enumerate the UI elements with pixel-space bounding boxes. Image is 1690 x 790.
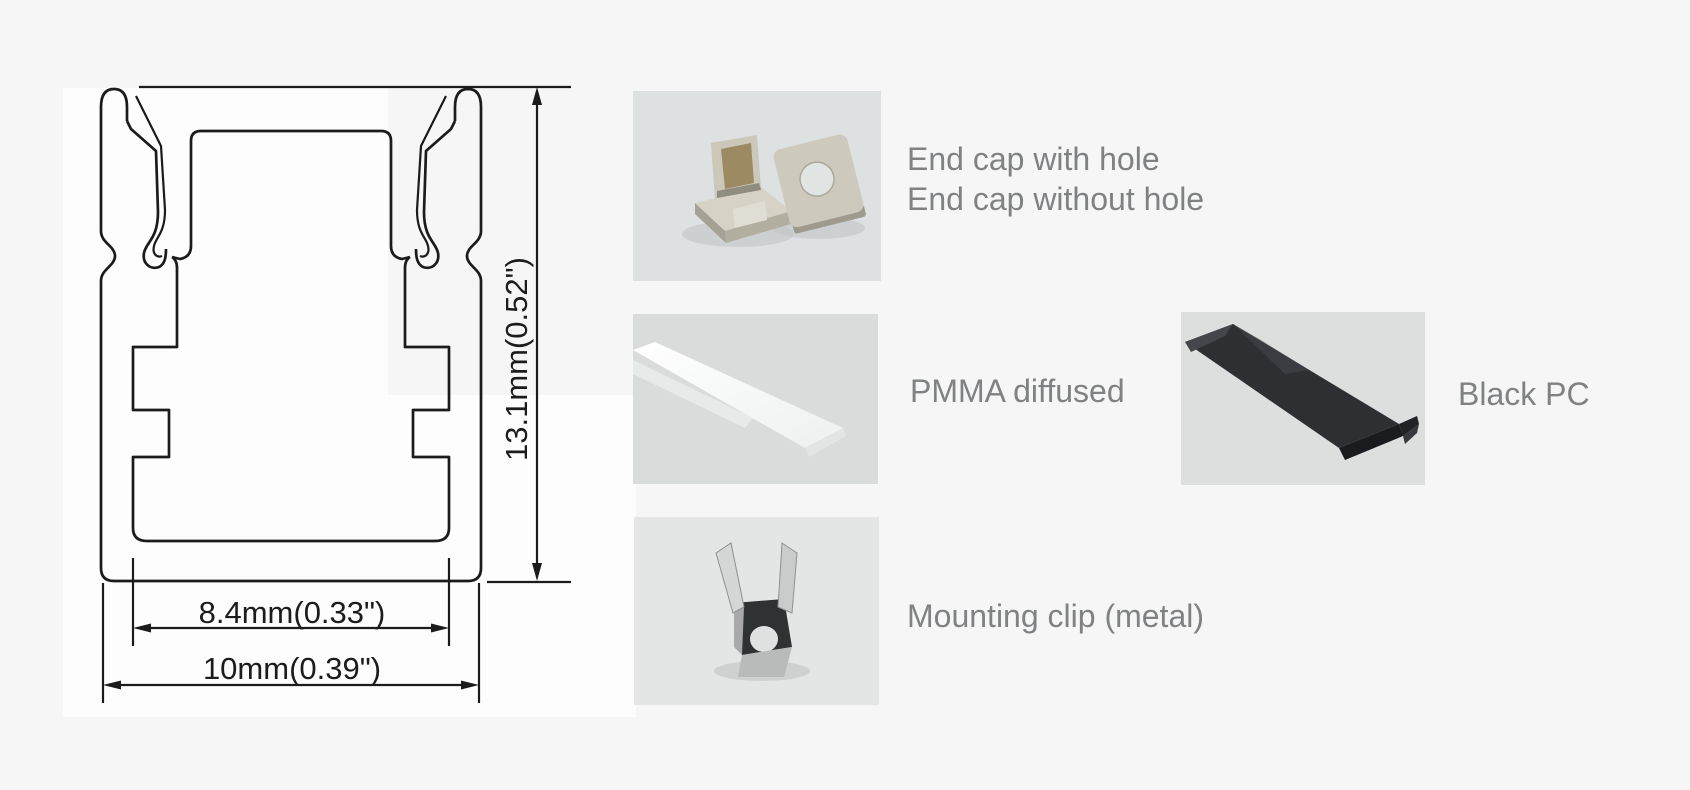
black-pc-cover-photo: [1181, 312, 1425, 485]
dim-label-height: 13.1mm(0.52"): [499, 257, 534, 461]
dimension-arrowheads: [103, 87, 542, 690]
dim-label-outer-width: 10mm(0.39"): [202, 651, 382, 686]
drawing-background-panel-lower: [63, 395, 636, 717]
mounting-clip-label: Mounting clip (metal): [907, 598, 1204, 634]
mounting-clip-photo: [634, 517, 879, 705]
dim-label-inner-width: 8.4mm(0.33"): [198, 595, 386, 630]
end-cap-with-hole-label: End cap with hole: [907, 141, 1160, 177]
black-pc-label: Black PC: [1458, 376, 1590, 412]
pmma-diffused-label: PMMA diffused: [910, 373, 1125, 409]
end-caps-photo: [633, 91, 881, 281]
pmma-diffuser-photo: [633, 314, 878, 484]
end-caps-label: End cap with hole End cap without hole: [907, 139, 1204, 219]
end-cap-without-hole-label: End cap without hole: [907, 181, 1205, 217]
